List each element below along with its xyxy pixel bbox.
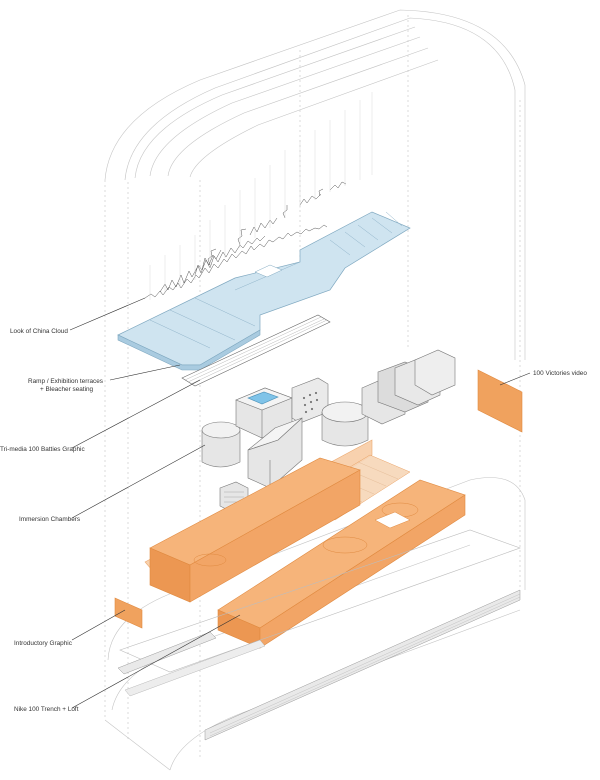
victories-video-panel bbox=[477, 369, 523, 433]
label-nike-trench: Nike 100 Trench + Loft bbox=[14, 706, 79, 713]
cylinder-chamber-right bbox=[321, 401, 369, 447]
cylinder-chamber-left bbox=[201, 421, 241, 468]
label-introductory: Introductory Graphic bbox=[14, 640, 73, 647]
lower-track bbox=[117, 529, 521, 741]
tall-prism-chamber bbox=[247, 417, 303, 489]
label-china-cloud: Look of China Cloud bbox=[10, 328, 68, 335]
right-box-cluster bbox=[361, 349, 456, 425]
nike-trench-loft bbox=[144, 439, 466, 649]
china-cloud-sculpture bbox=[144, 181, 347, 299]
ramp-exhibition-terraces bbox=[117, 211, 411, 371]
introductory-graphic-panel bbox=[114, 597, 143, 629]
bleacher-seating bbox=[181, 314, 331, 387]
label-ramp-line1: Ramp / Exhibition terraces bbox=[28, 378, 103, 385]
label-immersion: Immersion Chambers bbox=[19, 516, 80, 523]
leader-lines bbox=[69, 297, 531, 709]
label-victories-video: 100 Victories video bbox=[533, 370, 587, 377]
skylight-chamber bbox=[235, 387, 293, 439]
label-trimedia: Tri-media 100 Batties Graphic bbox=[0, 446, 85, 453]
immersion-chambers bbox=[201, 349, 456, 513]
cloud-hanging-strings bbox=[149, 92, 373, 300]
label-ramp-line2: + Bleacher seating bbox=[40, 386, 94, 393]
callout-labels: Look of China Cloud Ramp / Exhibition te… bbox=[0, 328, 587, 713]
